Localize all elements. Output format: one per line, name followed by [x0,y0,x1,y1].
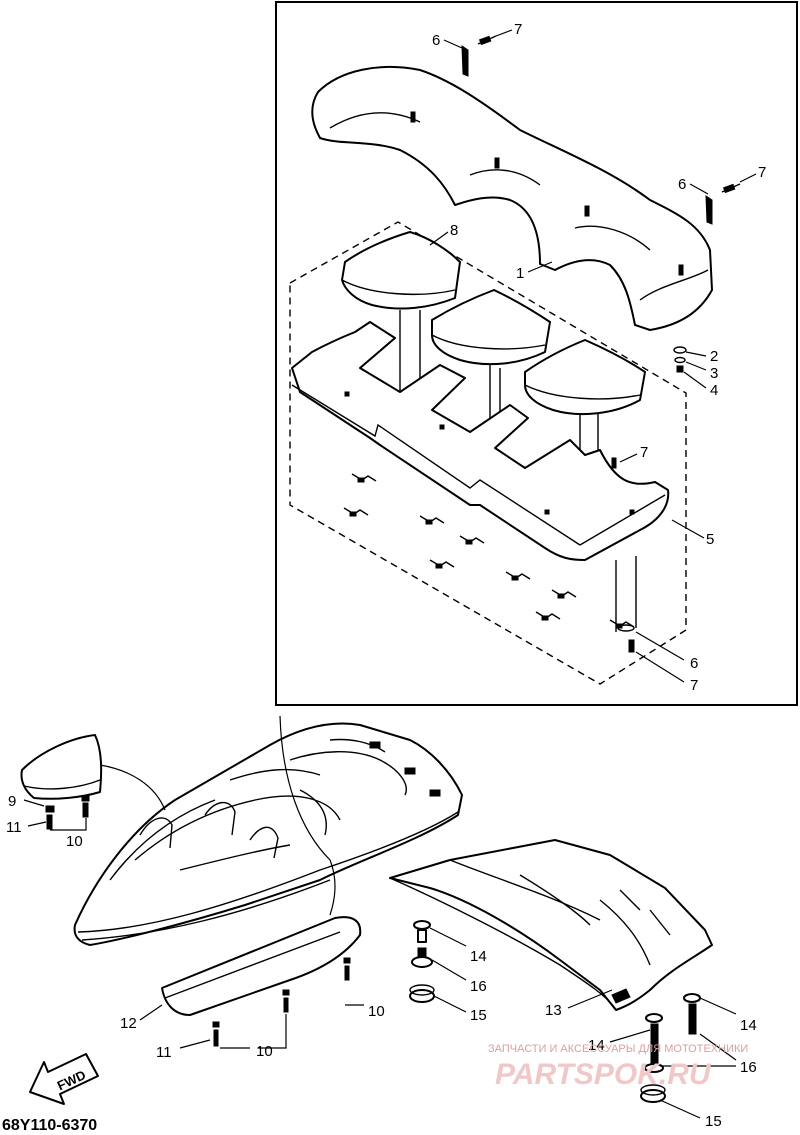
leader-lines-lower [23,799,737,1119]
mounting-clips [343,473,635,629]
boat-hull [73,722,463,946]
callout-7-top: 7 [514,21,522,38]
callout-15-left: 15 [470,1007,487,1024]
forward-direction-arrow: FWD [29,1053,99,1105]
inset-frame [275,1,798,706]
side-cushion [161,916,362,1047]
callout-6-top: 6 [432,32,440,49]
callout-16-left: 16 [470,978,487,995]
callout-14-left: 14 [470,948,487,965]
callout-10-left: 10 [66,833,83,850]
rear-deck-cushion [389,839,713,1011]
pointer-curve-front [99,764,166,811]
pointer-curve-rear [279,715,336,916]
fastener-stack-right [640,993,701,1103]
seat-back-cushion [311,65,713,331]
callout-8: 8 [450,222,458,239]
callout-7-right: 7 [758,164,766,181]
callout-6-bottom: 6 [690,655,698,672]
front-cushion [20,734,103,830]
callout-11-bottom: 11 [156,1044,172,1061]
watermark-tagline: ЗАПЧАСТИ И АКСЕССУАРЫ ДЛЯ МОТОТЕХНИКИ [488,1043,748,1055]
callout-3: 3 [710,365,718,382]
callout-5: 5 [706,531,714,548]
callout-10-mid: 10 [368,1003,385,1020]
callout-9: 9 [8,793,16,810]
callout-6-right: 6 [678,176,686,193]
callout-4: 4 [710,382,718,399]
fastener-stack-left [409,920,435,1003]
callout-10-bottom: 10 [256,1043,273,1060]
callout-12: 12 [120,1015,137,1032]
watermark-brand: PARTSPOK.RU [495,1058,712,1091]
callout-11-left: 11 [6,819,22,836]
assembly-dashed-outline [289,221,687,685]
callout-13: 13 [545,1002,562,1019]
callout-14-right: 14 [740,1017,757,1034]
callout-7-bottom: 7 [690,677,698,694]
callout-15-right: 15 [705,1113,722,1130]
callout-1: 1 [516,265,524,282]
hardware-inset [461,35,741,653]
seat-cushions [341,231,646,462]
callout-14-bottom: 14 [588,1037,605,1054]
callout-2: 2 [710,348,718,365]
diagram-code: 68Y110-6370 [2,1117,97,1134]
callout-7-mid: 7 [640,444,648,461]
seat-base-frame [291,321,670,561]
leader-lines-inset [429,29,757,683]
callout-16-right: 16 [740,1059,757,1076]
